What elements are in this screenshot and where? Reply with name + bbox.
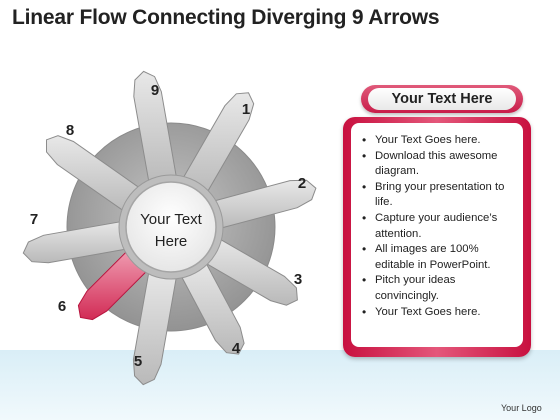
arrow-2 xyxy=(209,179,317,230)
arrow-label-1: 1 xyxy=(242,101,250,118)
panel-header: Your Text Here xyxy=(361,85,523,113)
arrow-label-8: 8 xyxy=(66,122,74,139)
floor-band xyxy=(0,350,560,420)
bullet-item: Capture your audience’s attention. xyxy=(360,211,519,242)
arrow-1 xyxy=(180,92,255,197)
page-title: Linear Flow Connecting Diverging 9 Arrow… xyxy=(12,6,440,29)
bullet-item: Bring your presentation to life. xyxy=(360,180,519,211)
center-circle xyxy=(125,181,217,273)
bullet-item: Your Text Goes here. xyxy=(360,305,519,321)
arrow-label-2: 2 xyxy=(298,175,306,192)
arrow-9 xyxy=(133,70,178,187)
bullet-item: Pitch your ideas convincingly. xyxy=(360,273,519,304)
arrows-diagram: Your Text Here 1 2 3 4 5 6 7 8 9 xyxy=(22,70,317,386)
arrow-label-6: 6 xyxy=(58,298,66,315)
arrow-4 xyxy=(178,258,245,355)
arrow-label-5: 5 xyxy=(134,353,142,370)
arrow-3 xyxy=(201,236,298,306)
arrows-group xyxy=(22,70,317,386)
panel-header-label: Your Text Here xyxy=(368,88,516,110)
arrow-label-9: 9 xyxy=(151,82,159,99)
arrow-label-4: 4 xyxy=(232,340,241,357)
text-panel-body: Your Text Goes here.Download this awesom… xyxy=(351,123,523,347)
arrow-label-3: 3 xyxy=(294,271,302,288)
bullet-item: All images are 100% editable in PowerPoi… xyxy=(360,242,519,273)
center-text-line2: Here xyxy=(155,233,188,250)
arrow-7 xyxy=(22,220,131,264)
arrow-8 xyxy=(46,135,144,214)
arrow-5 xyxy=(132,267,178,386)
bullet-item: Download this awesome diagram. xyxy=(360,149,519,180)
logo-text: Your Logo xyxy=(501,403,542,413)
arrow-label-7: 7 xyxy=(30,211,38,228)
bullet-item: Your Text Goes here. xyxy=(360,133,519,149)
center-text-line1: Your Text xyxy=(140,211,203,228)
text-panel: Your Text Goes here.Download this awesom… xyxy=(343,117,531,357)
arrow-6 xyxy=(77,247,151,321)
arrow-labels: 1 2 3 4 5 6 7 8 9 xyxy=(30,82,306,370)
bullet-list: Your Text Goes here.Download this awesom… xyxy=(360,133,519,320)
